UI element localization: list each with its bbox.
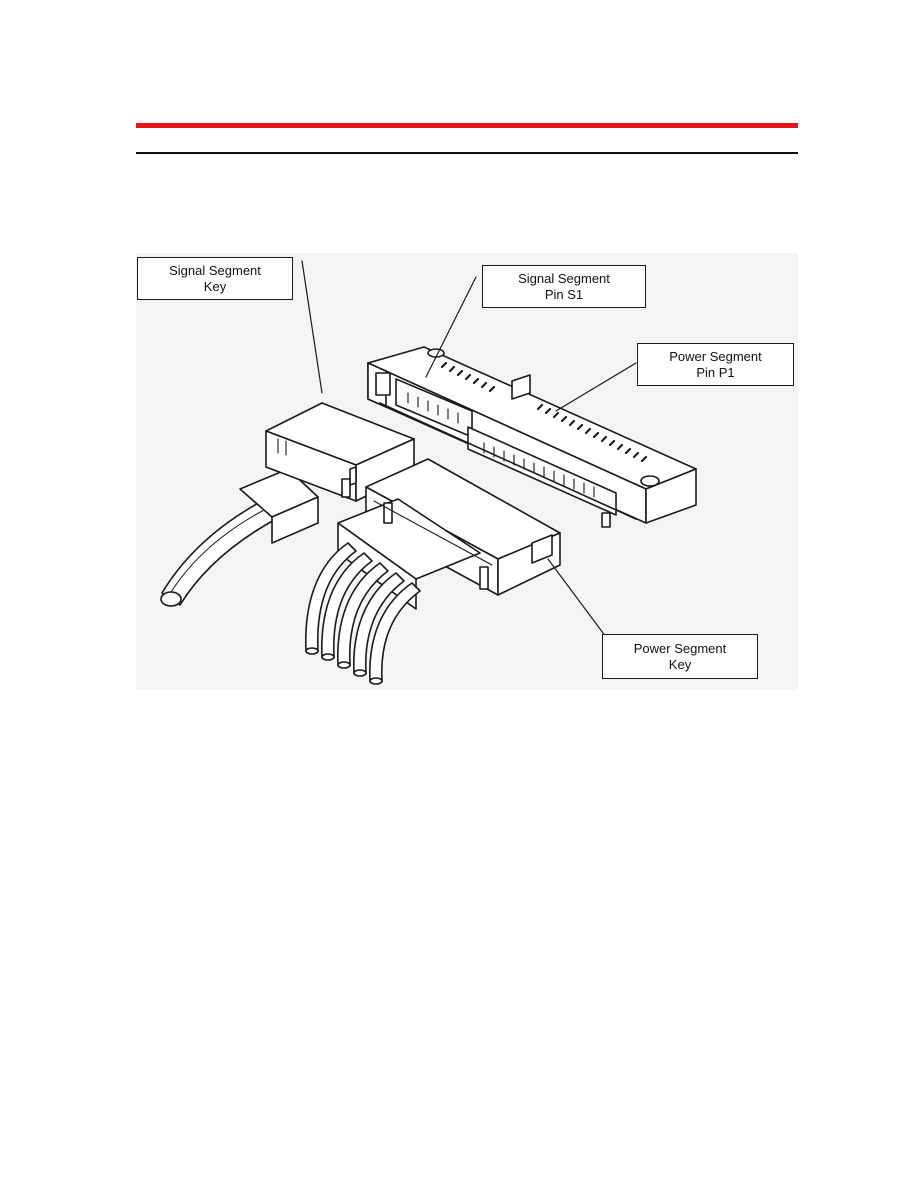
signal-plug [160,402,415,607]
callout-line: Pin S1 [544,286,584,302]
header-rule-black [136,152,798,154]
callout-line: Power Segment [633,640,727,656]
callout-power-segment-pin-p1: Power Segment Pin P1 [637,343,794,386]
callout-line: Signal Segment [518,270,610,286]
callout-signal-segment-key: Signal Segment Key [137,257,293,300]
sata-connector-illustration [160,260,697,685]
callout-line: Pin P1 [696,364,735,380]
callout-power-segment-key: Power Segment Key [602,634,758,679]
power-wires [304,542,421,685]
sata-connector-figure: Signal Segment Key Signal Segment Pin S1… [136,253,798,690]
callout-signal-segment-pin-s1: Signal Segment Pin S1 [482,265,646,308]
receptacle-pins [440,361,648,463]
header-rule-red [136,123,798,128]
slot-contacts [407,392,595,498]
callout-line: Key [668,656,692,672]
callout-line: Signal Segment [169,262,261,278]
device-receptacle [367,346,697,528]
callout-line: Power Segment [669,348,762,364]
callout-line: Key [203,278,227,294]
leader-lines [301,260,637,638]
